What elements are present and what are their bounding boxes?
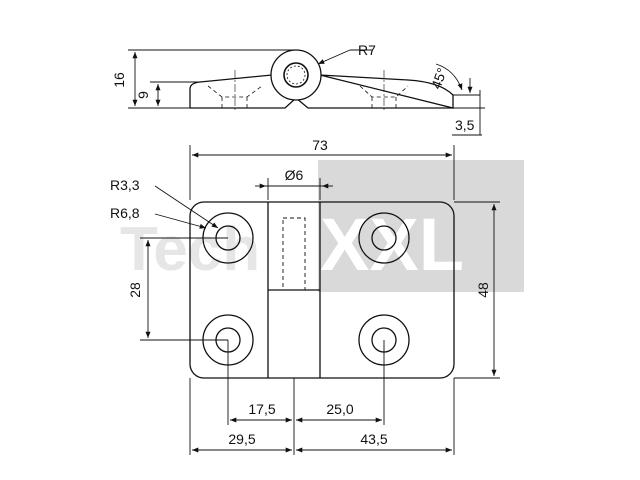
dim-knuckle-radius: R7 (358, 42, 376, 58)
side-view-countersinks (207, 85, 409, 108)
dim-height-total: 48 (475, 282, 491, 298)
dim-side-height-leaf: 9 (135, 91, 151, 99)
watermark-text-xxl: XXL (320, 203, 464, 286)
dim-hole-radius: R3,3 (110, 177, 140, 193)
dim-width-left: 29,5 (228, 431, 255, 447)
dim-offset-left-hole: 17,5 (248, 401, 275, 417)
watermark: Tech XXL (120, 160, 524, 292)
dim-thickness: 3,5 (455, 117, 475, 133)
hole-top-right (358, 212, 410, 264)
dim-pin-diameter: Ø6 (285, 167, 304, 183)
dim-width-right: 43,5 (360, 431, 387, 447)
dim-hole-spacing-vertical: 28 (127, 282, 143, 298)
dim-side-height-total: 16 (111, 72, 127, 88)
side-view (189, 49, 454, 112)
side-view-dimensions (128, 49, 485, 136)
side-view-knuckle (270, 49, 322, 101)
side-view-body-bottom (190, 97, 453, 109)
dim-offset-right-hole: 25,0 (326, 401, 353, 417)
top-view-dimensions (140, 145, 500, 455)
side-view-body (189, 74, 454, 109)
dim-width-total: 73 (312, 137, 328, 153)
dim-angle: 45° (428, 66, 450, 91)
top-view-body (189, 201, 455, 379)
side-view-pin (283, 62, 309, 88)
dim-boss-radius: R6,8 (110, 205, 140, 221)
top-view-pin (282, 217, 306, 291)
watermark-box (318, 160, 524, 292)
